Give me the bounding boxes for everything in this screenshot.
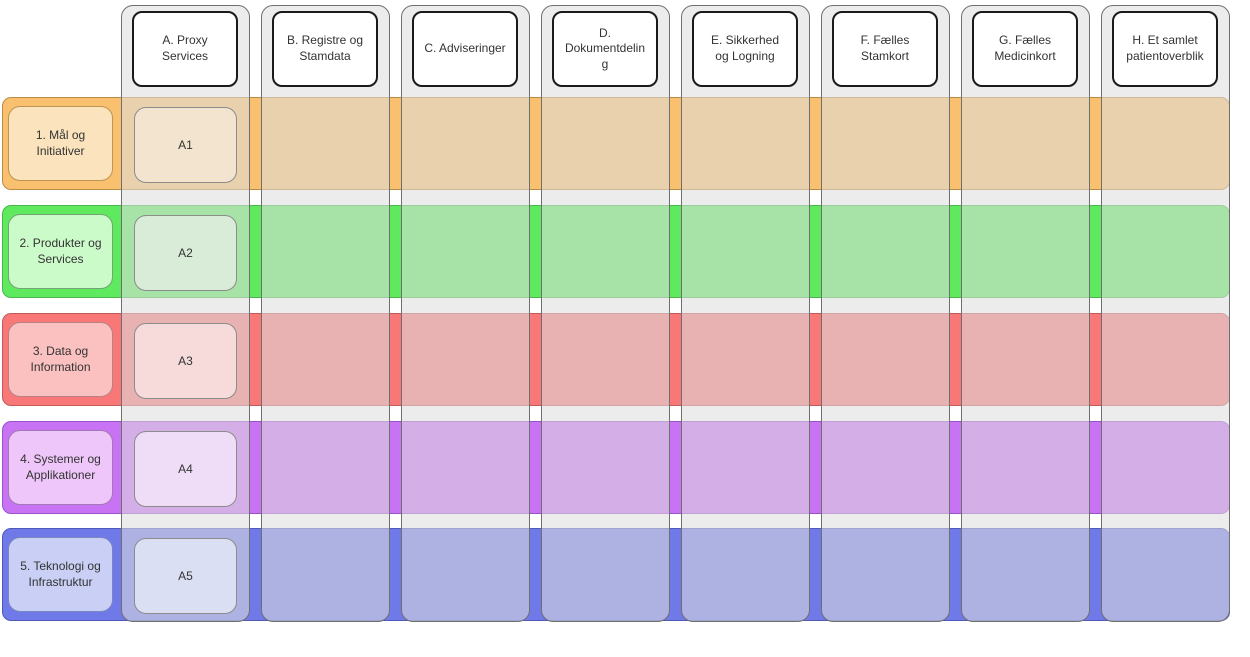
column-header-f[interactable]: F. Fælles Stamkort — [832, 11, 938, 87]
cell-a5[interactable]: A5 — [134, 538, 237, 614]
lane-c[interactable]: C. Adviseringer — [401, 5, 530, 622]
lane-f[interactable]: F. Fælles Stamkort — [821, 5, 950, 622]
row-label-1[interactable]: 1. Mål og Initiativer — [8, 106, 113, 181]
lane-g[interactable]: G. Fælles Medicinkort — [961, 5, 1090, 622]
column-header-g[interactable]: G. Fælles Medicinkort — [972, 11, 1078, 87]
cell-a3[interactable]: A3 — [134, 323, 237, 399]
column-header-d[interactable]: D. Dokumentdeling — [552, 11, 658, 87]
lane-h[interactable]: H. Et samlet patientoverblik — [1101, 5, 1230, 622]
lane-b[interactable]: B. Registre og Stamdata — [261, 5, 390, 622]
cell-a4[interactable]: A4 — [134, 431, 237, 507]
cell-a1[interactable]: A1 — [134, 107, 237, 183]
column-header-b[interactable]: B. Registre og Stamdata — [272, 11, 378, 87]
row-label-3[interactable]: 3. Data og Information — [8, 322, 113, 397]
lane-e[interactable]: E. Sikkerhed og Logning — [681, 5, 810, 622]
column-header-e[interactable]: E. Sikkerhed og Logning — [692, 11, 798, 87]
row-label-5[interactable]: 5. Teknologi og Infrastruktur — [8, 537, 113, 612]
lane-a[interactable]: A. Proxy Services A1 A2 A3 A4 A5 — [121, 5, 250, 622]
cell-a2[interactable]: A2 — [134, 215, 237, 291]
row-label-2[interactable]: 2. Produkter og Services — [8, 214, 113, 289]
column-header-a[interactable]: A. Proxy Services — [132, 11, 238, 87]
column-header-h[interactable]: H. Et samlet patientoverblik — [1112, 11, 1218, 87]
column-header-c[interactable]: C. Adviseringer — [412, 11, 518, 87]
row-label-4[interactable]: 4. Systemer og Applikationer — [8, 430, 113, 505]
lane-d[interactable]: D. Dokumentdeling — [541, 5, 670, 622]
